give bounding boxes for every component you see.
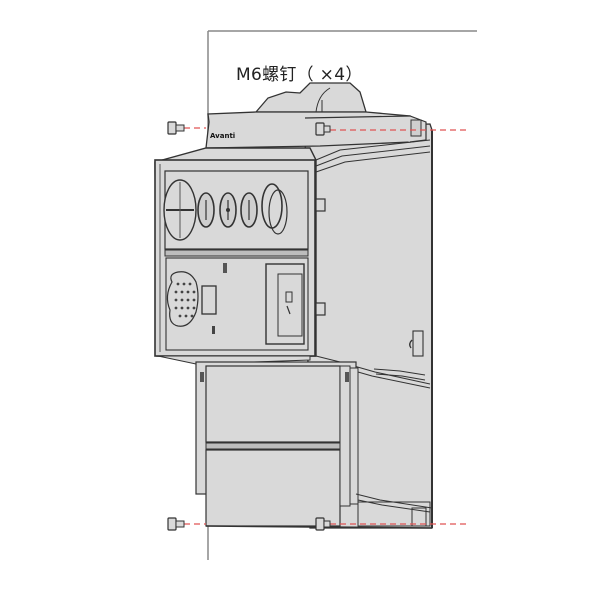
- screw-top-right-icon: [315, 122, 331, 136]
- top-fan-housing: [254, 82, 367, 113]
- screw-annotation-label: M6螺钉（ ×4）: [236, 65, 363, 85]
- indicator-icon: [223, 263, 227, 273]
- ground-terminal-icon: [412, 330, 424, 357]
- switch-slot-icon: [201, 285, 217, 315]
- lower-cover-plate: [205, 449, 341, 527]
- control-section: [165, 257, 309, 351]
- alignment-lines: [184, 127, 470, 525]
- upper-cover-plate: [205, 365, 341, 443]
- screw-bottom-right-icon: [315, 517, 331, 531]
- screw-top-left-icon: [167, 121, 185, 135]
- terminal-block-area: [163, 170, 309, 257]
- side-vents: [315, 198, 431, 389]
- brand-logo: Avanti: [210, 132, 235, 140]
- lower-cover-section: [157, 355, 433, 529]
- screw-bottom-left-icon: [167, 517, 185, 531]
- top-bracket: Avanti: [205, 111, 427, 149]
